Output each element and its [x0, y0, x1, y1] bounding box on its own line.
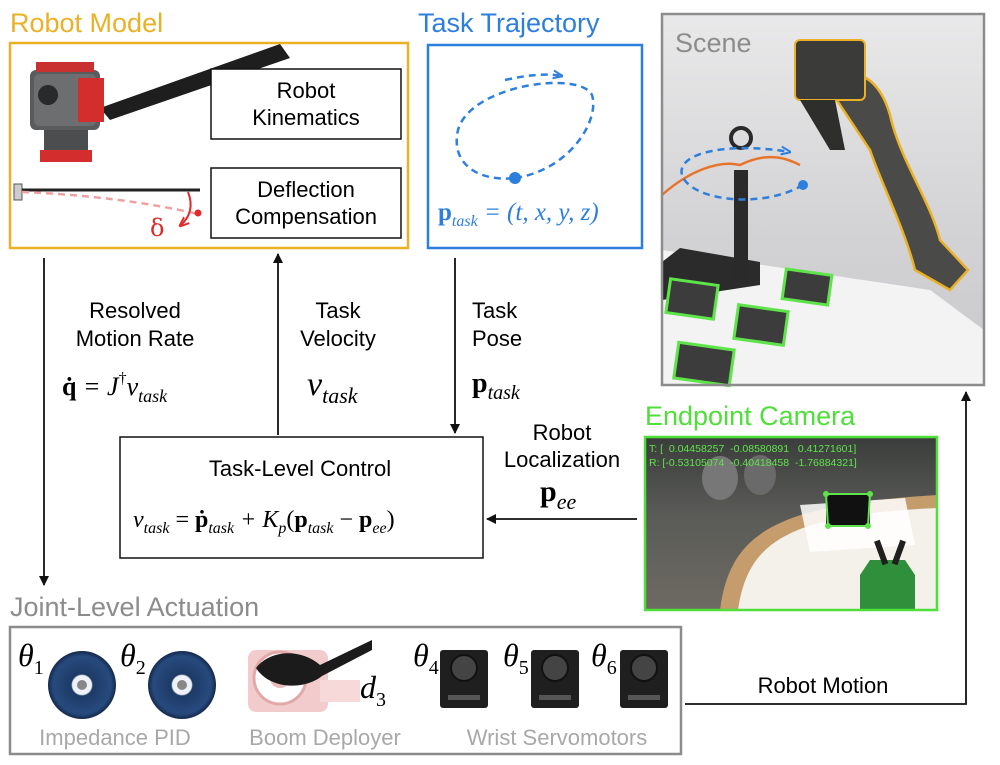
- localization-label-line2: Localization: [504, 447, 620, 472]
- task-trajectory-border: [426, 43, 644, 250]
- theta-6-label: θ6: [591, 637, 617, 679]
- joint-level-actuation-panel: Joint-Level Actuation: [8, 592, 683, 756]
- robot-model-border: [8, 41, 410, 250]
- localization-label-line1: Robot: [533, 420, 592, 445]
- trajectory-point: [509, 172, 521, 184]
- velocity-label-line2: Velocity: [300, 326, 376, 351]
- arrow-actuation-to-scene: [685, 391, 971, 705]
- task-pose-equation: ptask = (t, x, y, z): [438, 199, 599, 230]
- task-trajectory-title: Task Trajectory: [418, 8, 600, 38]
- task-level-control-box: [119, 436, 484, 559]
- trajectory-loop: [455, 81, 595, 180]
- flow-arrows: [39, 253, 971, 705]
- robot-model-panel: Robot Model δ Robot Kinematics Deflectio…: [8, 8, 410, 250]
- scene-title: Scene: [675, 28, 752, 58]
- wrist-servomotors-caption: Wrist Servomotors: [467, 725, 648, 750]
- endpoint-pose-symbol: pee: [540, 475, 576, 514]
- arrow-labels: Resolved Motion Rate q̇ = J†vtask Task V…: [62, 298, 888, 698]
- scene-markers: [664, 267, 834, 388]
- delta-label: δ: [150, 214, 164, 242]
- robot-render-image: [30, 44, 290, 162]
- impedance-pid-caption: Impedance PID: [39, 725, 191, 750]
- theta-5-label: θ5: [503, 637, 529, 679]
- resolved-label-line1: Resolved: [89, 298, 181, 323]
- task-trajectory-panel: Task Trajectory ptask = (t, x, y, z): [418, 8, 644, 250]
- deflection-compensation-line1: Deflection: [257, 177, 355, 202]
- deflection-compensation-line2: Compensation: [235, 204, 377, 229]
- robot-kinematics-box: [210, 68, 402, 140]
- resolved-rate-equation: q̇ = J†vtask: [62, 370, 168, 406]
- theta-1-label: θ1: [18, 637, 44, 679]
- scene-trajectory: [680, 148, 804, 201]
- joint-actuation-border: [8, 625, 683, 756]
- scene-panel: Scene: [660, 12, 986, 388]
- endpoint-camera-title: Endpoint Camera: [645, 401, 856, 431]
- joint-6-servo: [620, 650, 668, 708]
- deflection-compensation-box: [210, 167, 402, 239]
- task-level-control-title: Task-Level Control: [209, 456, 391, 481]
- robot-kinematics-line1: Robot: [277, 78, 336, 103]
- pose-label-line1: Task: [472, 298, 518, 323]
- theta-4-label: θ4: [413, 637, 439, 679]
- robot-motion-label: Robot Motion: [758, 673, 889, 698]
- pose-label-line2: Pose: [472, 326, 522, 351]
- task-velocity-symbol: vtask: [307, 366, 359, 408]
- joint-5-servo: [531, 650, 579, 708]
- camera-translation-readout: T: [ 0.04458257 -0.08580891 0.41271601]: [649, 443, 856, 455]
- deflection-illustration: [13, 183, 202, 226]
- resolved-label-line2: Motion Rate: [76, 326, 195, 351]
- velocity-label-line1: Task: [315, 298, 361, 323]
- trajectory-direction-arrow: [504, 75, 562, 82]
- robot-model-title: Robot Model: [10, 8, 163, 38]
- task-level-control-block: Task-Level Control vtask = ṗtask + Kp(pt…: [119, 436, 484, 559]
- d-3-label: d3: [360, 669, 386, 711]
- scene-border: [660, 12, 986, 387]
- joint-4-servo: [440, 650, 488, 708]
- camera-marker: [826, 494, 870, 526]
- endpoint-camera-border: [643, 435, 939, 612]
- boom-tape: [256, 640, 372, 686]
- joint-actuation-title: Joint-Level Actuation: [10, 592, 259, 622]
- robot-kinematics-line2: Kinematics: [252, 105, 360, 130]
- endpoint-camera-panel: Endpoint Camera T: [ 0.04458257 -0.08580…: [643, 401, 939, 612]
- task-pose-symbol: ptask: [472, 368, 521, 404]
- boom-deployer-caption: Boom Deployer: [249, 725, 401, 750]
- camera-rotation-readout: R: [-0.53105074 -0.40418458 -1.76884321]: [649, 457, 857, 469]
- theta-2-label: θ2: [120, 637, 146, 679]
- control-law-equation: vtask = ṗtask + Kp(ptask − pee): [133, 507, 395, 537]
